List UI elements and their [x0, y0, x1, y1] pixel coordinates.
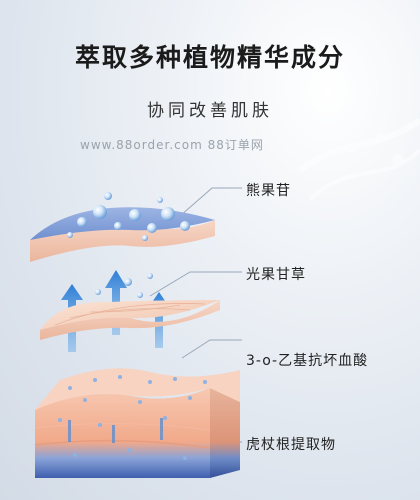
skin-layer-top	[30, 207, 215, 262]
ingredient-bubbles	[67, 192, 190, 298]
page-subtitle: 协同改善肌肤	[147, 101, 273, 121]
page-title: 萃取多种植物精华成分	[74, 43, 345, 72]
dna-helix-decoration	[298, 117, 420, 202]
ingredient-label-arbutin: 熊果苷	[246, 183, 291, 199]
skin-layer-middle	[40, 300, 220, 340]
ingredient-label-ethyl-ascorbic-acid: 3-o-乙基抗坏血酸	[246, 353, 369, 369]
ingredient-label-polygonum-extract: 虎杖根提取物	[246, 437, 336, 453]
skin-block-bottom	[34, 368, 240, 478]
watermark-text: www.88order.com 88订单网	[80, 138, 264, 152]
ingredient-label-licorice: 光果甘草	[246, 267, 306, 283]
